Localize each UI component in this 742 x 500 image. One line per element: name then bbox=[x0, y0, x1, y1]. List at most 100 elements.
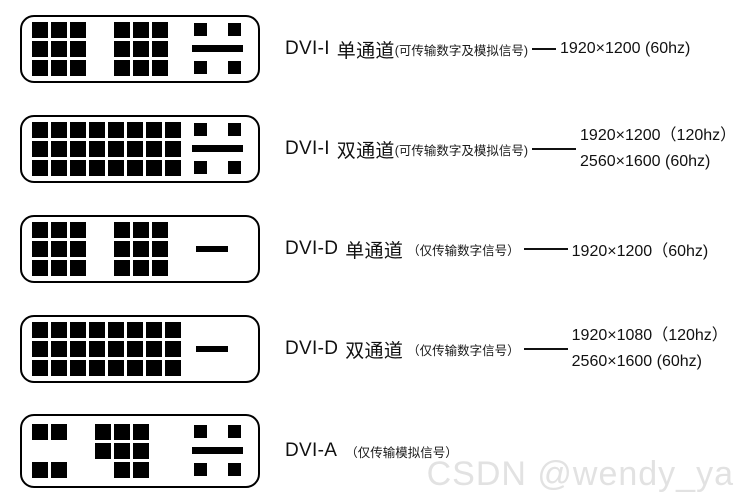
pin bbox=[32, 41, 48, 57]
connector-row-dvi-a: DVI-A （仅传输模拟信号） bbox=[0, 410, 742, 492]
pin bbox=[70, 22, 86, 38]
pin bbox=[108, 360, 124, 376]
pin bbox=[152, 260, 168, 276]
resolution-value: 1920×1200（60hz) bbox=[571, 243, 709, 260]
pin bbox=[32, 22, 48, 38]
connector-note: (可传输数字及模拟信号) bbox=[394, 43, 529, 58]
connector-shell-dvi-d-dual bbox=[20, 315, 260, 383]
digital-pin-grid bbox=[95, 424, 149, 478]
pin bbox=[70, 41, 86, 57]
pin bbox=[32, 222, 48, 238]
pin bbox=[32, 462, 48, 478]
pin-empty bbox=[32, 443, 48, 459]
label-block-dvi-i-single: DVI-I 单通道 (可传输数字及模拟信号) 1920×1200 (60hz) bbox=[285, 10, 742, 88]
pin bbox=[70, 260, 86, 276]
digital-pin-grid bbox=[114, 22, 168, 76]
connector-channel: 单通道 bbox=[336, 40, 395, 62]
analog-pin bbox=[228, 463, 241, 476]
pin bbox=[133, 462, 149, 478]
analog-pin bbox=[194, 425, 207, 438]
pin bbox=[51, 341, 67, 357]
analog-ground-blade-cluster bbox=[192, 323, 246, 375]
digital-pin-grid bbox=[114, 222, 168, 276]
pin bbox=[114, 443, 130, 459]
analog-pin-cluster bbox=[192, 23, 246, 75]
pin bbox=[108, 160, 124, 176]
pin bbox=[89, 160, 105, 176]
pin bbox=[146, 141, 162, 157]
connector-name: DVI-A bbox=[285, 440, 338, 461]
connector-shell-dvi-i-dual bbox=[20, 115, 260, 183]
pin bbox=[108, 122, 124, 138]
pin bbox=[127, 122, 143, 138]
pin bbox=[51, 260, 67, 276]
pin bbox=[51, 241, 67, 257]
pin bbox=[108, 141, 124, 157]
analog-pin bbox=[194, 463, 207, 476]
pin bbox=[146, 160, 162, 176]
analog-pin bbox=[194, 161, 207, 174]
analog-pin-cluster bbox=[192, 123, 246, 175]
pin bbox=[32, 424, 48, 440]
pin bbox=[133, 222, 149, 238]
pin bbox=[127, 160, 143, 176]
pin bbox=[165, 141, 181, 157]
pin bbox=[108, 322, 124, 338]
analog-ground-blade bbox=[196, 346, 228, 352]
pin bbox=[165, 160, 181, 176]
pin bbox=[95, 443, 111, 459]
pin bbox=[51, 160, 67, 176]
connector-shell-dvi-i-single bbox=[20, 15, 260, 83]
connector-row-dvi-d-single: DVI-D 单通道 （仅传输数字信号） 1920×1200（60hz) bbox=[0, 210, 742, 288]
analog-pin bbox=[228, 425, 241, 438]
leader-line bbox=[532, 147, 577, 151]
pin bbox=[51, 60, 67, 76]
pin bbox=[152, 60, 168, 76]
pin-area bbox=[32, 122, 250, 176]
digital-pin-grid bbox=[32, 322, 181, 376]
pin bbox=[95, 424, 111, 440]
label-block-dvi-d-single: DVI-D 单通道 （仅传输数字信号） 1920×1200（60hz) bbox=[285, 210, 742, 288]
pin bbox=[152, 22, 168, 38]
pin bbox=[127, 322, 143, 338]
pin bbox=[32, 122, 48, 138]
pin bbox=[152, 41, 168, 57]
resolution-value: 2560×1600 (60hz) bbox=[571, 353, 702, 370]
pin bbox=[114, 462, 130, 478]
pin bbox=[152, 222, 168, 238]
pin bbox=[70, 322, 86, 338]
analog-ground-blade bbox=[192, 45, 243, 52]
analog-pin bbox=[194, 61, 207, 74]
connector-name: DVI-D bbox=[285, 338, 339, 359]
pin bbox=[114, 241, 130, 257]
digital-pin-grid bbox=[32, 424, 67, 478]
pin bbox=[146, 341, 162, 357]
pin-area bbox=[32, 222, 250, 276]
analog-ground-blade-cluster bbox=[192, 223, 246, 275]
pin bbox=[51, 141, 67, 157]
pin bbox=[89, 360, 105, 376]
analog-pin bbox=[228, 161, 241, 174]
pin bbox=[51, 360, 67, 376]
pin bbox=[51, 22, 67, 38]
pin bbox=[114, 41, 130, 57]
label-block-dvi-d-dual: DVI-D 双通道 （仅传输数字信号） 1920×1080（120hz） 256… bbox=[285, 310, 742, 388]
pin bbox=[51, 222, 67, 238]
analog-pin bbox=[228, 23, 241, 36]
leader-line bbox=[523, 347, 568, 351]
connector-channel: 双通道 bbox=[336, 140, 395, 162]
pin bbox=[51, 41, 67, 57]
pin bbox=[165, 122, 181, 138]
pin bbox=[89, 322, 105, 338]
resolution-value: 2560×1600 (60hz) bbox=[580, 153, 711, 170]
connector-row-dvi-d-dual: DVI-D 双通道 （仅传输数字信号） 1920×1080（120hz） 256… bbox=[0, 310, 742, 388]
pin bbox=[32, 141, 48, 157]
leader-line bbox=[523, 247, 568, 251]
analog-pin-cluster bbox=[192, 425, 246, 477]
connector-channel: 单通道 bbox=[345, 240, 404, 262]
pin bbox=[70, 160, 86, 176]
connector-row-dvi-i-dual: DVI-I 双通道 (可传输数字及模拟信号) 1920×1200（120hz） … bbox=[0, 110, 742, 188]
pin bbox=[70, 360, 86, 376]
pin bbox=[114, 60, 130, 76]
analog-pin bbox=[228, 61, 241, 74]
